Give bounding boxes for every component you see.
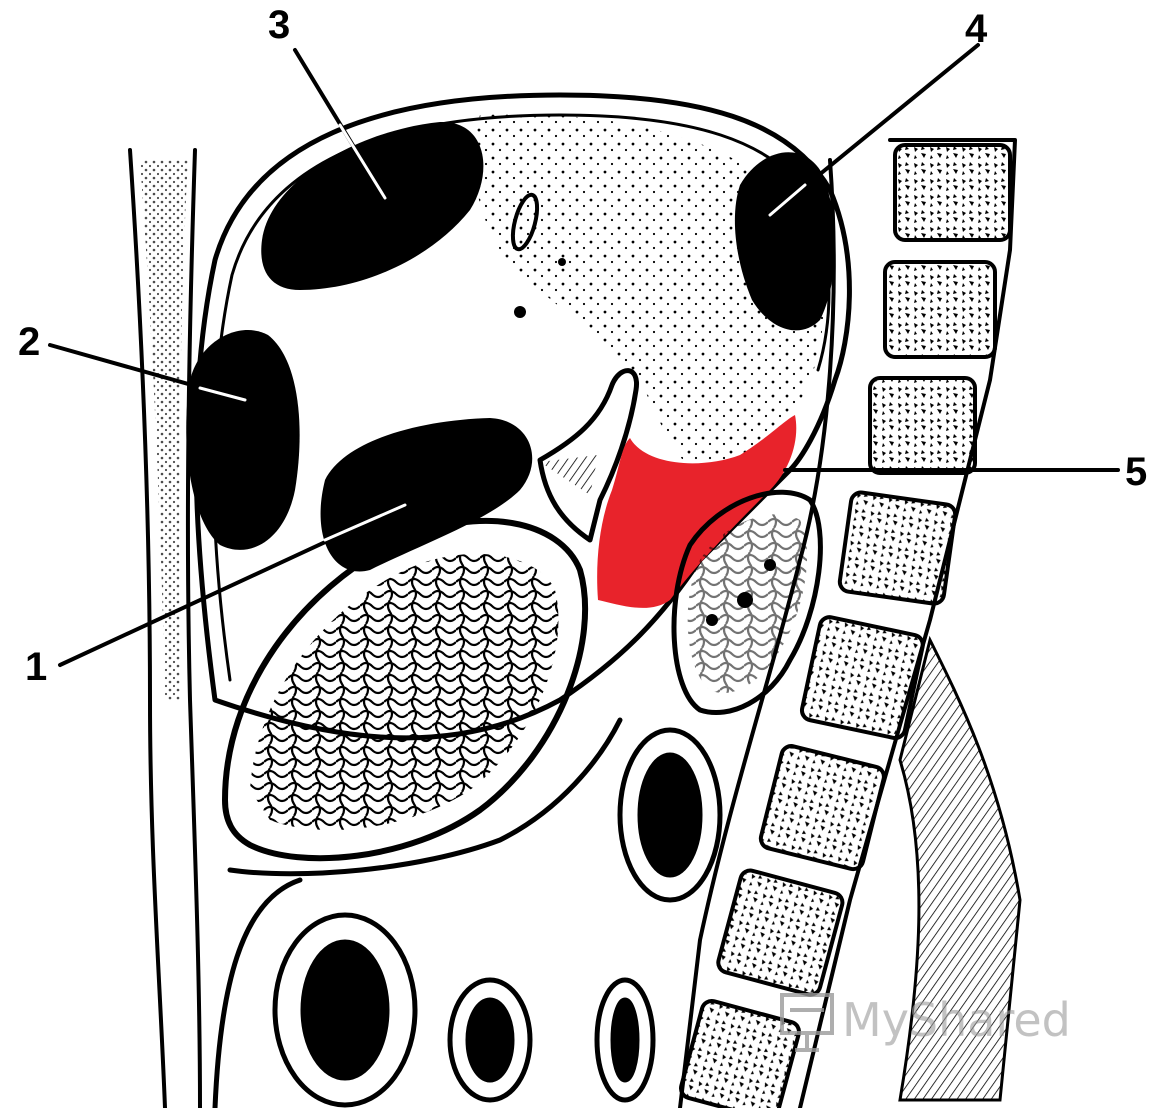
vertebra — [759, 744, 886, 871]
watermark-text: MyShared — [842, 993, 1071, 1047]
organ-2 — [186, 330, 299, 550]
vertebra — [885, 262, 995, 357]
label-3: 3 — [268, 3, 290, 47]
label-1: 1 — [25, 645, 47, 689]
vertebra — [895, 145, 1010, 240]
label-5: 5 — [1125, 450, 1147, 494]
vertebra — [716, 868, 845, 997]
label-2: 2 — [18, 320, 40, 364]
label-4: 4 — [965, 7, 988, 51]
vertebra — [839, 491, 957, 605]
organ-1 — [321, 418, 533, 572]
organ-3 — [261, 122, 483, 290]
vertebra — [800, 615, 925, 740]
stomach — [225, 521, 585, 858]
vertebra — [870, 378, 975, 473]
